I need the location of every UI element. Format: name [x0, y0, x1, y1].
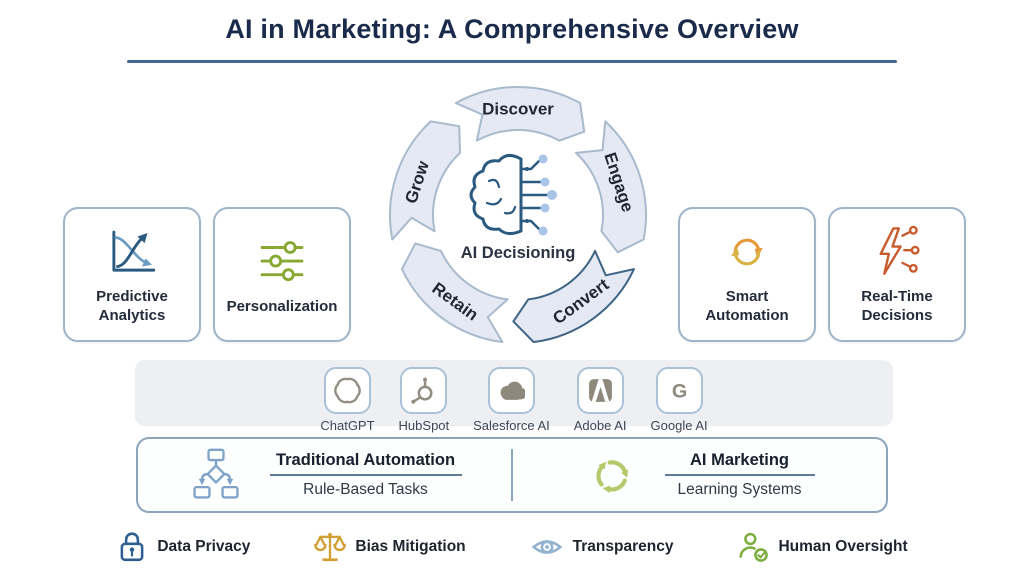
cycle-segment-retain [400, 242, 509, 344]
comparison-left-title: Traditional Automation [275, 451, 456, 469]
tool-salesforce: Salesforce AI [473, 367, 550, 433]
cycle-segment-label: Discover [482, 99, 554, 118]
lightning-network-icon [879, 226, 920, 276]
cycle-segment-convert [512, 249, 636, 344]
tool-chatgpt: ChatGPT [320, 367, 375, 433]
cycle-segment-discover [454, 86, 586, 142]
card-predictive-analytics: Predictive Analytics [63, 207, 201, 342]
comparison-right: AI Marketing Learning Systems [513, 439, 886, 511]
comparison-right-subtitle: Learning Systems [677, 481, 802, 498]
principle-data-privacy: Data Privacy [116, 531, 250, 563]
comparison-left-subtitle: Rule-Based Tasks [303, 481, 428, 498]
comparison-panel: Traditional Automation Rule-Based Tasks [136, 437, 888, 513]
principle-label: Bias Mitigation [355, 538, 466, 555]
comparison-left: Traditional Automation Rule-Based Tasks [138, 439, 511, 511]
flowchart-icon [192, 448, 239, 499]
comparison-left-text: Traditional Automation Rule-Based Tasks [269, 451, 462, 499]
principle-label: Human Oversight [778, 538, 908, 555]
person-check-icon [739, 532, 769, 562]
tool-google: G Google AI [651, 367, 708, 433]
cycle-segment-engage [574, 120, 647, 254]
card-real-time-decisions: Real-Time Decisions [828, 207, 966, 342]
card-label: Predictive Analytics [96, 288, 168, 324]
adobe-logo-icon [576, 367, 624, 414]
cycle-center-label: AI Decisioning [461, 244, 576, 262]
principle-label: Transparency [572, 538, 674, 555]
principle-bias-mitigation: Bias Mitigation [314, 531, 466, 563]
google-g-icon: G [655, 367, 703, 414]
scales-icon [314, 532, 347, 562]
page-title: AI in Marketing: A Comprehensive Overvie… [225, 14, 799, 44]
eye-icon [531, 540, 562, 554]
card-personalization: Personalization [213, 207, 351, 342]
trend-curves-icon [112, 230, 156, 272]
principle-human-oversight: Human Oversight [737, 531, 908, 563]
recycle-arrows-icon [595, 460, 628, 494]
svg-text:G: G [671, 381, 686, 403]
brain-circuit-icon [469, 154, 557, 236]
tool-adobe: Adobe AI [574, 367, 627, 433]
hubspot-logo-icon [400, 367, 448, 414]
sliders-icon [260, 240, 304, 281]
tool-label: Google AI [650, 418, 708, 433]
comparison-left-rule [269, 474, 462, 476]
cycle-segment-grow [389, 120, 462, 241]
tool-hubspot: HubSpot [398, 367, 450, 433]
principle-label: Data Privacy [157, 538, 251, 555]
salesforce-cloud-icon [487, 367, 535, 414]
tool-label: ChatGPT [320, 418, 375, 433]
principle-transparency: Transparency [530, 531, 674, 563]
tool-label: Adobe AI [573, 418, 627, 433]
ai-tools-bar: ChatGPT HubSpot Salesforce AI [135, 360, 893, 433]
tool-label: Salesforce AI [473, 418, 550, 433]
comparison-right-rule [664, 474, 815, 476]
comparison-divider [511, 449, 513, 501]
tool-label: HubSpot [398, 418, 450, 433]
card-label: Real-Time Decisions [861, 288, 933, 324]
title-underline [127, 60, 897, 63]
card-label: Smart Automation [705, 288, 789, 324]
card-smart-automation: Smart Automation [678, 207, 816, 342]
comparison-right-title: AI Marketing [689, 451, 790, 469]
ethics-principles-row: Data Privacy Bias Mitigation Transparenc… [0, 524, 1024, 570]
comparison-right-text: AI Marketing Learning Systems [664, 451, 815, 499]
lock-icon [120, 532, 144, 562]
card-label: Personalization [226, 297, 338, 315]
openai-logo-icon [323, 367, 371, 414]
sync-arrows-icon [731, 238, 763, 266]
